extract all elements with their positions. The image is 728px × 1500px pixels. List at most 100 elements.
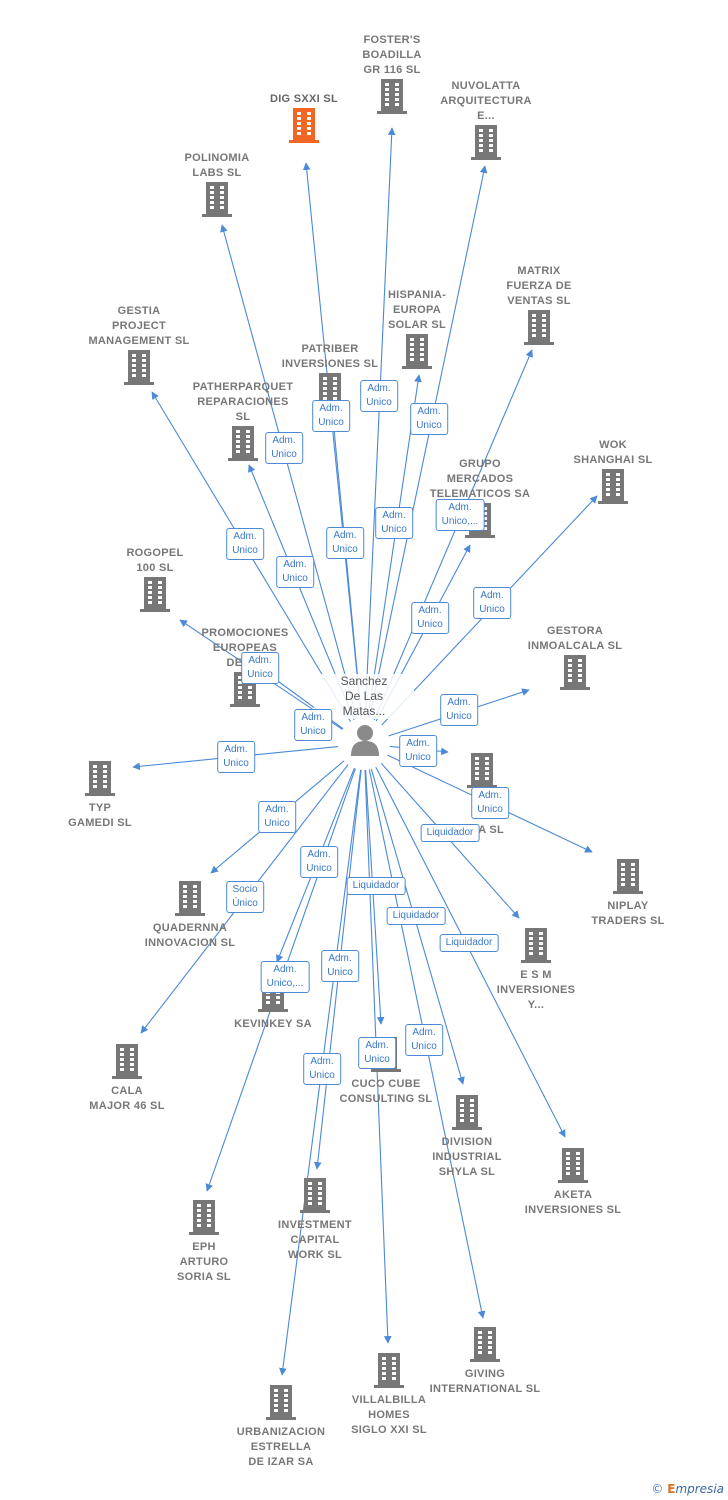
- edge-label[interactable]: Adm. Unico: [294, 709, 332, 741]
- company-name: QUADERNNA INNOVACION SL: [144, 922, 236, 949]
- company-name: GRUPO MERCADOS TELEMATICOS SA: [429, 458, 531, 500]
- building-icon: [420, 1326, 550, 1367]
- building-icon: [324, 1352, 454, 1393]
- brand-logo: Empresia: [667, 1482, 724, 1496]
- edge-label[interactable]: Adm. Unico: [375, 507, 413, 539]
- building-icon: [471, 927, 601, 968]
- building-icon: [139, 1199, 269, 1240]
- company-name: HISPANIA- EUROPA SOLAR SL: [387, 289, 447, 331]
- edge-label[interactable]: Adm. Unico: [473, 587, 511, 619]
- relationship-edge: [370, 768, 465, 1085]
- company-name: NUVOLATTA ARQUITECTURA E...: [440, 80, 532, 122]
- company-node-hispania[interactable]: HISPANIA- EUROPA SOLAR SL: [352, 288, 482, 374]
- edge-label[interactable]: Adm. Unico: [300, 846, 338, 878]
- company-node-wok[interactable]: WOK SHANGHAI SL: [548, 438, 678, 509]
- company-node-patherparquet[interactable]: PATHERPARQUET REPARACIONES SL: [178, 380, 308, 466]
- company-name: CUCO CUBE CONSULTING SL: [339, 1078, 433, 1105]
- company-name: PATHERPARQUET REPARACIONES SL: [192, 381, 294, 423]
- edge-label[interactable]: Adm. Unico: [399, 735, 437, 767]
- building-icon: [62, 1043, 192, 1084]
- company-name: VILLALBILLA HOMES SIGLO XXI SL: [351, 1394, 427, 1436]
- building-icon: [508, 1147, 638, 1188]
- edge-label[interactable]: Adm. Unico: [360, 380, 398, 412]
- relationship-edge: [375, 766, 566, 1138]
- building-icon: [417, 752, 547, 793]
- edge-label[interactable]: Adm. Unico: [265, 432, 303, 464]
- company-node-gestia[interactable]: GESTIA PROJECT MANAGEMENT SL: [74, 304, 204, 390]
- company-name: TYP GAMEDI SL: [68, 802, 132, 829]
- edge-label[interactable]: Adm. Unico: [326, 527, 364, 559]
- company-node-dig-sxxi[interactable]: DIG SXXI SL: [239, 92, 369, 148]
- edge-label[interactable]: Adm. Unico: [312, 400, 350, 432]
- edge-label[interactable]: Adm. Unico: [321, 950, 359, 982]
- edge-label[interactable]: Liquidador: [420, 824, 480, 842]
- edge-label[interactable]: Adm. Unico: [241, 652, 279, 684]
- edge-label[interactable]: Liquidador: [439, 934, 499, 952]
- company-node-cala[interactable]: CALA MAJOR 46 SL: [62, 1043, 192, 1114]
- company-node-polinomia[interactable]: POLINOMIA LABS SL: [152, 151, 282, 222]
- building-icon: [178, 425, 308, 466]
- company-name: INVESTMENT CAPITAL WORK SL: [278, 1219, 352, 1261]
- building-icon: [548, 468, 678, 509]
- company-name: NIPLAY TRADERS SL: [591, 900, 665, 927]
- edge-label[interactable]: Adm. Unico,...: [435, 499, 485, 531]
- company-name: CALA MAJOR 46 SL: [89, 1085, 165, 1112]
- edge-label[interactable]: Adm. Unico: [358, 1037, 396, 1069]
- company-name: DIVISION INDUSTRIAL SHYLA SL: [432, 1136, 502, 1178]
- footer-brand[interactable]: © Empresia: [651, 1482, 724, 1496]
- edge-label[interactable]: Adm. Unico: [471, 787, 509, 819]
- edge-label[interactable]: Adm. Unico: [440, 694, 478, 726]
- building-icon: [35, 760, 165, 801]
- company-node-fosters[interactable]: FOSTER'S BOADILLA GR 116 SL: [327, 33, 457, 119]
- company-name: GESTORA INMOALCALA SL: [527, 625, 623, 652]
- company-node-villalbilla[interactable]: VILLALBILLA HOMES SIGLO XXI SL: [324, 1352, 454, 1438]
- edge-label[interactable]: Adm. Unico: [303, 1053, 341, 1085]
- company-node-esm[interactable]: E S M INVERSIONES Y...: [471, 927, 601, 1013]
- company-node-gestora[interactable]: GESTORA INMOALCALA SL: [510, 624, 640, 695]
- company-name: EPH ARTURO SORIA SL: [177, 1241, 231, 1283]
- edge-label[interactable]: Adm. Unico: [258, 801, 296, 833]
- edge-label[interactable]: Adm. Unico: [276, 556, 314, 588]
- company-node-eph[interactable]: EPH ARTURO SORIA SL: [139, 1199, 269, 1285]
- relationship-edge: [365, 769, 385, 1025]
- edge-label[interactable]: Adm. Unico,...: [260, 961, 310, 993]
- company-name: WOK SHANGHAI SL: [573, 439, 653, 466]
- company-name: GIVING INTERNATIONAL SL: [429, 1368, 541, 1395]
- company-node-typ[interactable]: TYP GAMEDI SL: [35, 760, 165, 831]
- company-name: URBANIZACION ESTRELLA DE IZAR SA: [236, 1426, 326, 1468]
- company-node-giving[interactable]: GIVING INTERNATIONAL SL: [420, 1326, 550, 1397]
- building-icon: [402, 1094, 532, 1135]
- edge-label[interactable]: Liquidador: [346, 877, 406, 895]
- building-icon: [563, 858, 693, 899]
- company-node-rogopel[interactable]: ROGOPEL 100 SL: [90, 546, 220, 617]
- company-name: AKETA INVERSIONES SL: [524, 1189, 622, 1216]
- edge-label[interactable]: Adm. Unico: [410, 403, 448, 435]
- edge-label[interactable]: Adm. Unico: [217, 741, 255, 773]
- edge-label[interactable]: Adm. Unico: [405, 1024, 443, 1056]
- company-name: DIG SXXI SL: [269, 93, 339, 105]
- edge-label[interactable]: Adm. Unico: [226, 528, 264, 560]
- company-name: FOSTER'S BOADILLA GR 116 SL: [362, 34, 422, 76]
- building-icon: [250, 1177, 380, 1218]
- relationship-edge: [373, 349, 533, 721]
- company-name: PATRIBER INVERSIONES SL: [281, 343, 379, 370]
- edge-label[interactable]: Socio Único: [226, 881, 264, 913]
- company-node-quadernna[interactable]: QUADERNNA INNOVACION SL: [125, 880, 255, 951]
- company-node-aketa[interactable]: AKETA INVERSIONES SL: [508, 1147, 638, 1218]
- company-node-niplay[interactable]: NIPLAY TRADERS SL: [563, 858, 693, 929]
- building-icon: [90, 576, 220, 617]
- edge-label[interactable]: Liquidador: [386, 907, 446, 925]
- company-node-nuvolatta[interactable]: NUVOLATTA ARQUITECTURA E...: [421, 79, 551, 165]
- building-icon: [152, 181, 282, 222]
- building-icon: [74, 349, 204, 390]
- edge-label[interactable]: Adm. Unico: [411, 602, 449, 634]
- person-icon[interactable]: [344, 722, 386, 758]
- company-name: KEVINKEY SA: [234, 1018, 312, 1030]
- company-node-investment[interactable]: INVESTMENT CAPITAL WORK SL: [250, 1177, 380, 1263]
- building-icon: [239, 107, 369, 148]
- company-node-division[interactable]: DIVISION INDUSTRIAL SHYLA SL: [402, 1094, 532, 1180]
- building-icon: [327, 78, 457, 119]
- company-node-urbanizacion[interactable]: URBANIZACION ESTRELLA DE IZAR SA: [216, 1384, 346, 1470]
- company-node-patriber[interactable]: PATRIBER INVERSIONES SL: [265, 342, 395, 413]
- company-node-matrix[interactable]: MATRIX FUERZA DE VENTAS SL: [474, 264, 604, 350]
